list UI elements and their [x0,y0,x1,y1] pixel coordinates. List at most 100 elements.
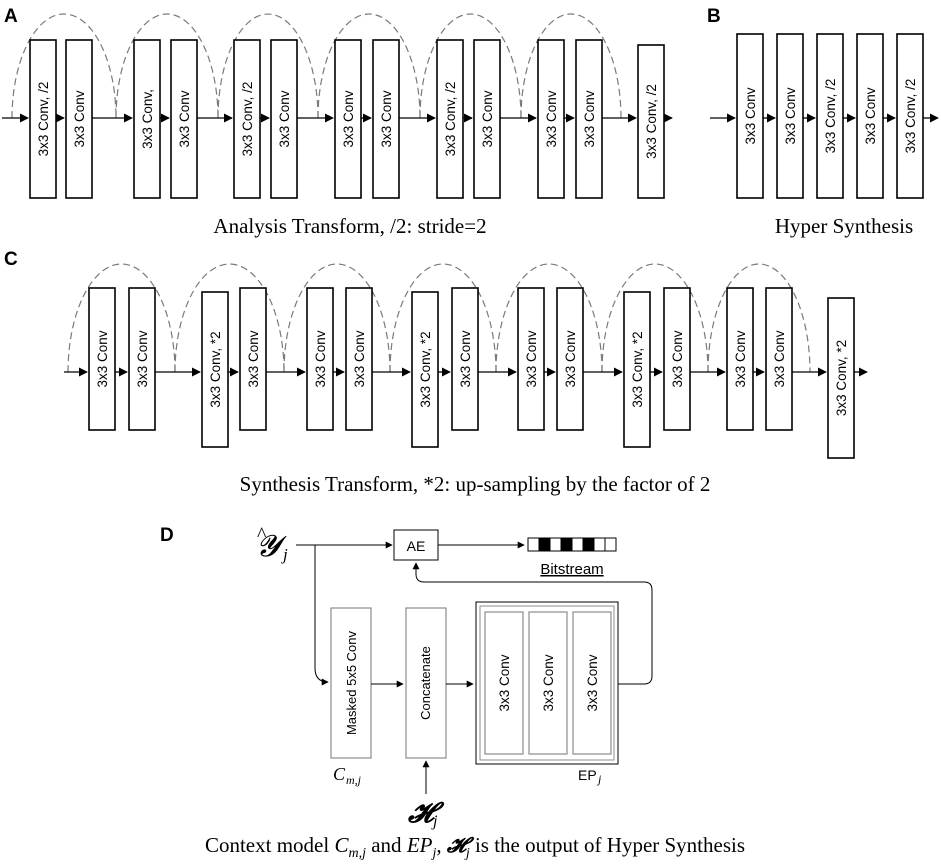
conv-block [623,291,651,448]
conv-block-label: 3x3 Conv, /2 [240,82,255,157]
ep-to-ae-feedback-arrow [412,562,653,685]
conv-block-label: 3x3 Conv, /2 [903,79,918,154]
conv-block-label: 3x3 Conv [277,90,292,147]
conv-block-label: 3x3 Conv [177,90,192,147]
ep-conv-label: 3x3 Conv [541,654,556,711]
skip-connection-arc [283,263,391,373]
conv-block [372,39,400,199]
conv-block [765,287,793,431]
panel-d-letter: D [160,525,174,546]
conv-block-label: 3x3 Conv, *2 [208,331,223,407]
bit-cell [571,537,584,552]
bitstream-icon [527,537,617,552]
conv-block [133,39,161,199]
conv-block [663,287,691,431]
conv-block-label: 3x3 Conv [95,330,110,387]
conv-block [726,287,754,431]
skip-connection-arcs [67,263,811,373]
conv-block-label: 3x3 Conv, *2 [630,331,645,407]
conv-block-label: 3x3 Conv [670,330,685,387]
conv-block-label: 3x3 Conv, /2 [823,79,838,154]
conv-block-label: 3x3 Conv [863,87,878,144]
ep-conv-block [484,611,524,755]
hyper-symbol: 𝓗 [407,798,445,829]
skip-connection-arc [174,263,285,373]
panel-b-letter: B [707,6,721,27]
conv-block-label: 3x3 Conv [480,90,495,147]
ep-conv-label: 3x3 Conv [497,654,512,711]
conv-block [896,33,924,199]
conv-block [575,39,603,199]
conv-block [816,33,844,199]
skip-connection-arc [419,13,522,119]
bit-cell [549,537,562,552]
conv-block-label: 3x3 Conv [352,330,367,387]
conv-block-label: 3x3 Conv [544,90,559,147]
skip-connection-arc [495,263,603,373]
conv-block-label: 3x3 Conv [743,87,758,144]
conv-block-label: 3x3 Conv [135,330,150,387]
skip-connection-arc [317,13,421,119]
conv-block [65,39,93,199]
conv-block [736,33,764,199]
hyper-subscript: j [431,813,438,830]
conv-block-label: 3x3 Conv [458,330,473,387]
context-model-caption: Context model Cm,j and EPj, 𝓗j is the ou… [205,833,745,861]
cm-subscript: m,j [346,773,362,787]
skip-connection-arc [67,263,176,373]
ep-conv-block [572,611,612,755]
conv-block [170,39,198,199]
concatenate-box [405,607,447,759]
conv-block [451,287,479,431]
skip-connection-arc [601,263,709,373]
conv-block [517,287,545,431]
skip-connection-arc [520,13,622,119]
conv-block-label: 3x3 Conv [246,330,261,387]
conv-block-label: 3x3 Conv, [140,89,155,149]
ep-label: EP [578,767,597,783]
conv-block-label: 3x3 Conv [72,90,87,147]
input-to-masked-conv-arrow [314,545,329,686]
latent-y-subscript: j [281,545,288,564]
bit-cell [582,537,595,552]
conv-block [88,287,116,431]
ae-label: AE [407,538,426,554]
conv-block [776,33,804,199]
skip-connection-arc [707,263,811,373]
skip-connection-arc [115,13,219,119]
conv-block-row: 3x3 Conv, /2 3x3 Conv 3x3 Conv, 3x3 Conv 3x3… [29,39,665,199]
conv-block-label: 3x3 Conv, /2 [36,82,51,157]
conv-block-label: 3x3 Conv [582,90,597,147]
conv-block [856,33,884,199]
ep-subscript: j [596,772,602,786]
cm-label: C [333,764,346,784]
conv-block [345,287,373,431]
conv-block-label: 3x3 Conv [379,90,394,147]
conv-block [556,287,584,431]
conv-block-label: 3x3 Conv [783,87,798,144]
skip-connection-arcs [11,13,622,119]
conv-block [233,39,261,199]
concatenate-label: Concatenate [418,646,433,720]
conv-block [436,39,464,199]
conv-block [827,297,855,459]
skip-connection-arc [389,263,497,373]
ep-inner-box [479,605,615,761]
conv-block [473,39,501,199]
context-model-panel: 𝓨 j ^ AE Bitstream Masked 5x5 Conv C m,j… [256,524,653,830]
panel-c-letter: C [4,249,18,270]
analysis-transform-caption: Analysis Transform, /2: stride=2 [213,214,486,238]
conv-block-label: 3x3 Conv [563,330,578,387]
conv-block [537,39,565,199]
bitstream-label: Bitstream [540,561,603,578]
bit-cell [538,537,551,552]
analysis-transform-panel: 3x3 Conv, /2 3x3 Conv 3x3 Conv, 3x3 Conv 3x3… [2,13,673,199]
conv-block-label: 3x3 Conv [772,330,787,387]
synthesis-transform-panel: 3x3 Conv 3x3 Conv 3x3 Conv, *2 3x3 Conv 3x3 … [64,263,868,459]
conv-block-label: 3x3 Conv, /2 [443,82,458,157]
conv-block-label: 3x3 Conv, *2 [834,340,849,416]
masked-conv-box [330,607,372,759]
conv-block-label: 3x3 Conv, *2 [418,331,433,407]
panel-a-letter: A [4,6,18,27]
